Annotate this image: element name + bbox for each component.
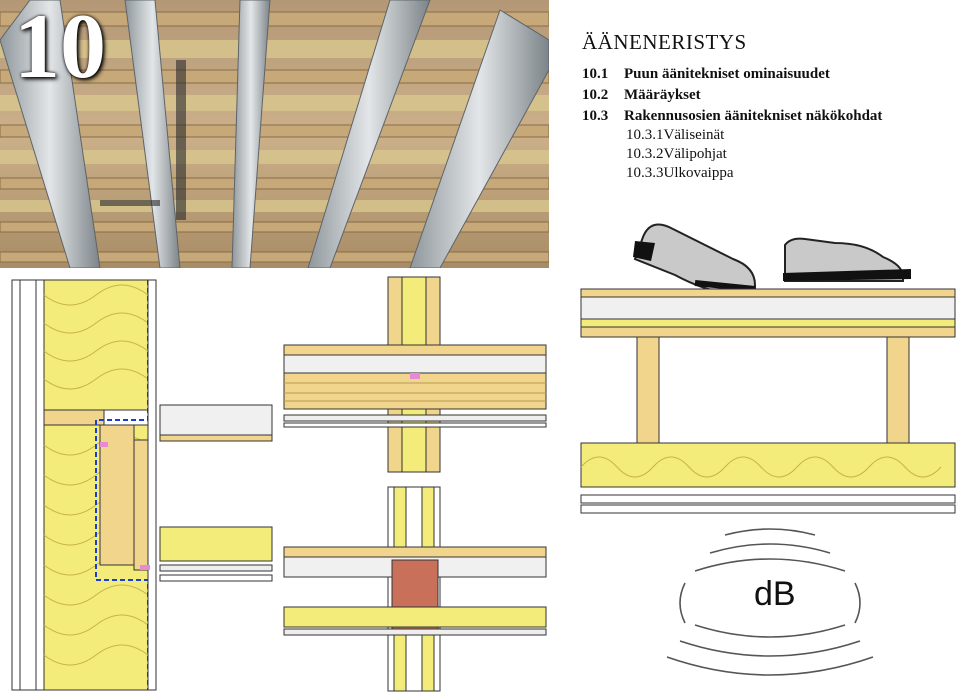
toc-item-label: Puun äänitekniset ominaisuudet (624, 66, 830, 82)
floor-junction-drawing-bottom (283, 486, 547, 692)
toc-item-number: 10.3 (582, 108, 609, 124)
shoe-icon (633, 223, 756, 294)
subtoc-item[interactable]: 10.3.2Välipohjat (626, 146, 727, 163)
shoe-icon (783, 237, 911, 282)
subtoc-item-number: 10.3.3 (626, 165, 664, 181)
decibel-label: dB (754, 575, 796, 613)
subtoc-item-label: Väliseinät (663, 127, 725, 143)
toc-item[interactable]: 10.1 Puun äänitekniset ominaisuudet (582, 66, 830, 83)
toc-item-label: Rakennusosien äänitekniset näkökohdat (624, 108, 883, 124)
subtoc-item-number: 10.3.2 (626, 146, 664, 162)
toc-item[interactable]: 10.3 Rakennusosien äänitekniset näkökohda… (582, 108, 882, 125)
wall-junction-drawing (11, 279, 273, 691)
floor-junction-drawing-top (283, 276, 547, 473)
toc-item[interactable]: 10.2 Määräykset (582, 87, 701, 104)
toc-item-number: 10.2 (582, 87, 609, 103)
toc-item-number: 10.1 (582, 66, 609, 82)
chapter-title: ÄÄNENERISTYS (582, 30, 747, 54)
subtoc-item-label: Välipohjat (663, 146, 727, 162)
subtoc-item-number: 10.3.1 (626, 127, 664, 143)
impact-sound-drawing (580, 223, 956, 676)
subtoc-item[interactable]: 10.3.3Ulkovaippa (626, 165, 733, 182)
ceiling-photo (0, 0, 549, 268)
subtoc-item-label: Ulkovaippa (663, 165, 734, 181)
chapter-number: 10 (14, 0, 106, 97)
toc-item-label: Määräykset (624, 87, 701, 103)
subtoc-item[interactable]: 10.3.1Väliseinät (626, 127, 724, 144)
